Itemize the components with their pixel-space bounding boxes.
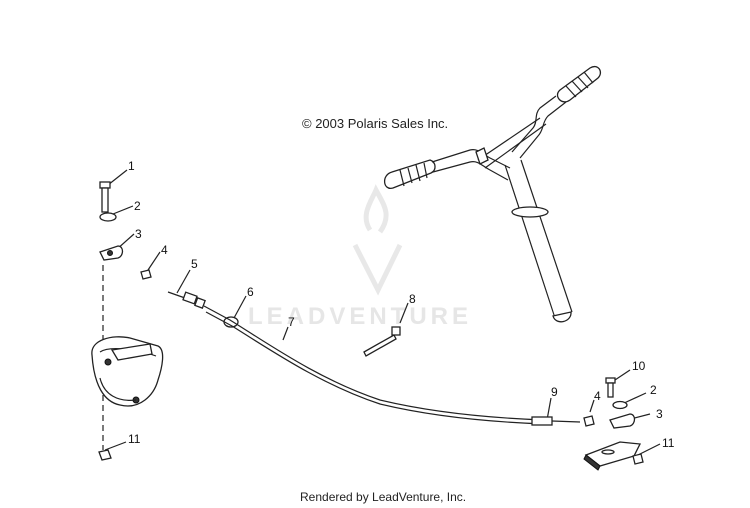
callout-10: 10 (632, 359, 646, 373)
bolt-1 (99, 181, 111, 213)
callout-4b: 4 (594, 389, 601, 403)
bolt-10 (605, 377, 616, 398)
callout-2: 2 (134, 199, 141, 213)
nut-11b (632, 453, 644, 465)
copyright-text: © 2003 Polaris Sales Inc. (302, 116, 449, 131)
mounting-block (583, 441, 642, 471)
left-bar (431, 149, 511, 181)
handlebar-assembly (383, 65, 602, 323)
adjuster-9 (531, 416, 553, 426)
washer-2b (612, 400, 628, 410)
right-grip (556, 65, 602, 103)
cable-end-5 (167, 291, 206, 309)
callout-4: 4 (161, 243, 168, 257)
callout-3b: 3 (656, 407, 663, 421)
callout-11a: 11 (128, 432, 141, 446)
tie-strap-8 (363, 326, 401, 357)
cable-7 (203, 305, 546, 425)
callout-3: 3 (135, 227, 142, 241)
steering-post (504, 159, 573, 319)
callout-6: 6 (247, 285, 254, 299)
watermark-logo (352, 184, 403, 296)
callout-7: 7 (288, 315, 295, 329)
washer-2 (99, 212, 117, 222)
callout-5: 5 (191, 257, 198, 271)
nut-11a (98, 449, 112, 461)
throttle-housing (91, 336, 164, 407)
nut-4 (140, 269, 152, 280)
nut-4b (583, 415, 595, 427)
callout-11b: 11 (662, 436, 675, 450)
leader-lines (102, 169, 661, 456)
right-bar (511, 95, 567, 159)
callout-9: 9 (551, 385, 558, 399)
watermark-text: LEADVENTURE (248, 303, 473, 330)
callouts: 1 2 3 4 5 6 7 8 9 4 10 2 3 11 11 (128, 159, 675, 450)
bracket-3b (609, 413, 636, 429)
callout-1: 1 (128, 159, 135, 173)
callout-2b: 2 (650, 383, 657, 397)
callout-8: 8 (409, 292, 416, 306)
footer-text: Rendered by LeadVenture, Inc. (300, 490, 467, 504)
